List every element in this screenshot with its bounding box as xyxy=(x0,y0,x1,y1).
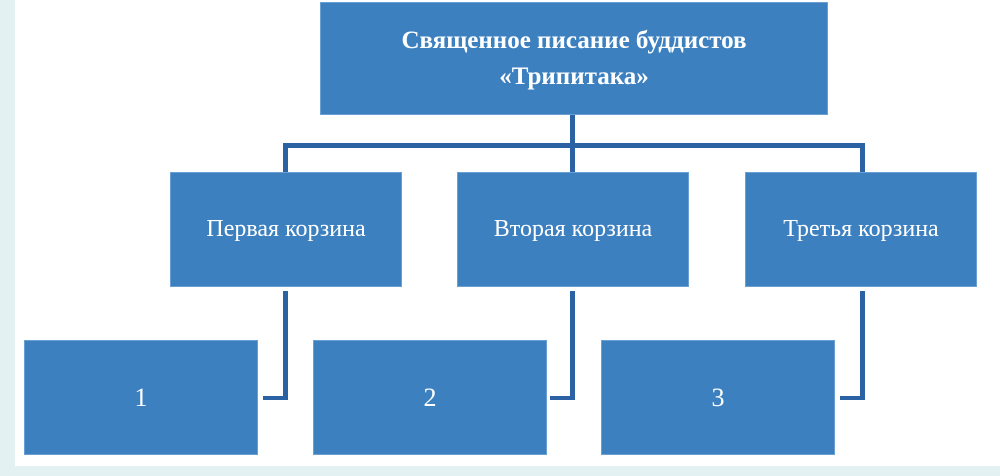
connector-to-second xyxy=(570,143,575,173)
root-title-line2: «Трипитака» xyxy=(499,62,649,90)
node-first-basket: Первая корзина xyxy=(170,172,402,287)
node-3: 3 xyxy=(601,340,835,455)
node-label: 1 xyxy=(134,382,148,412)
node-label: 2 xyxy=(423,382,437,412)
node-label: 3 xyxy=(711,382,725,412)
node-label: Третья корзина xyxy=(783,216,939,242)
connector-second-to-2-h xyxy=(550,396,575,400)
node-label: Вторая корзина xyxy=(493,216,653,242)
node-label: Первая корзина xyxy=(206,216,366,242)
node-third-basket: Третья корзина xyxy=(745,172,977,287)
node-second-basket: Вторая корзина xyxy=(457,172,689,287)
connector-first-to-1-v xyxy=(283,291,288,400)
root-title-line1: Священное писание буддистов xyxy=(401,26,747,54)
connector-first-to-1-h xyxy=(263,396,288,400)
node-1: 1 xyxy=(24,340,258,455)
connector-third-to-3-h xyxy=(840,396,865,400)
connector-third-to-3-v xyxy=(860,291,865,400)
connector-second-to-2-v xyxy=(570,291,575,400)
connector-to-first xyxy=(283,143,288,173)
connector-root-down xyxy=(570,115,575,147)
root-node: Священное писание буддистов «Трипитака» xyxy=(320,2,828,115)
connector-to-third xyxy=(860,143,865,173)
node-2: 2 xyxy=(313,340,547,455)
